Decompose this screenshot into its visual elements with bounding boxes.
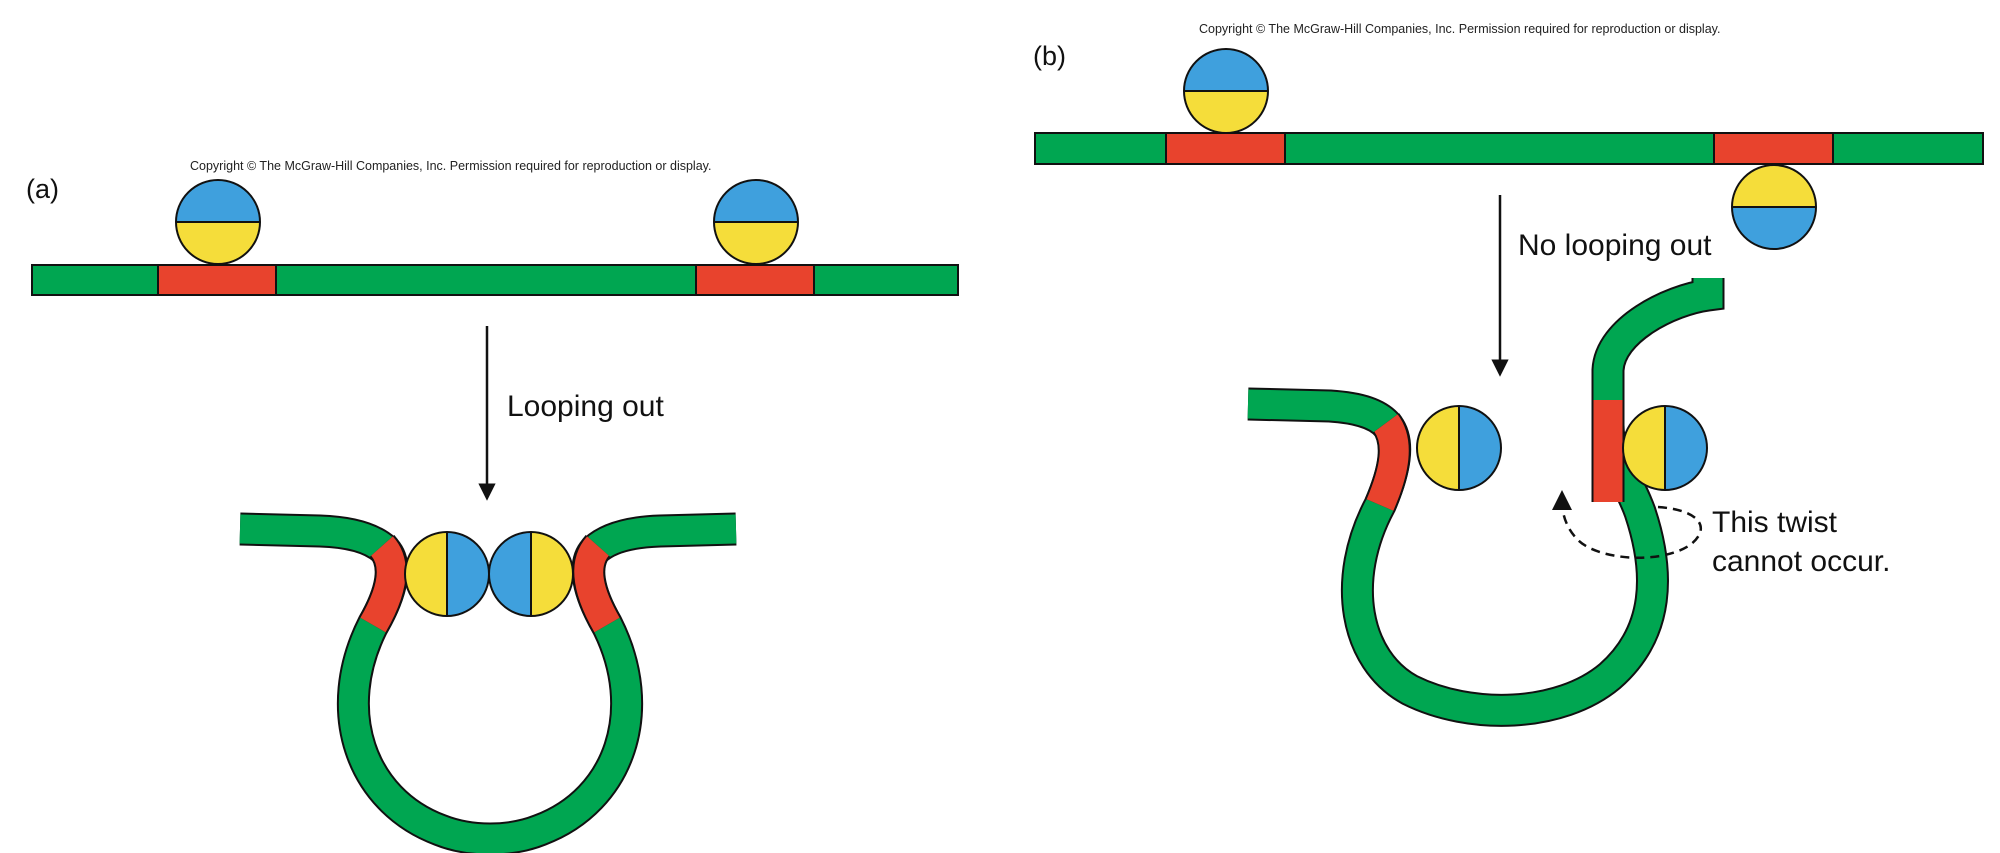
binding-site-right [1713,132,1834,165]
binding-site-left [157,264,277,296]
panel-a-looped-dna [239,512,737,853]
step-label-no-looping-out: No looping out [1518,229,1712,262]
protein-b-bottom [1731,164,1817,250]
panel-b-copyright: Copyright © The McGraw-Hill Companies, I… [1199,22,1720,36]
protein-b-top [1183,48,1269,134]
panel-a: (a) Copyright © The McGraw-Hill Companie… [26,159,959,853]
twist-arrow [1552,490,1702,559]
panel-a-copyright: Copyright © The McGraw-Hill Companies, I… [190,159,711,173]
protein-a-paired-right [488,531,574,617]
panel-b-linear-dna [1034,132,1984,165]
panel-a-label: (a) [26,174,59,204]
twist-note-line1: This twist [1712,506,1838,539]
binding-site-left [1165,132,1286,165]
protein-b-right-loop [1622,405,1708,491]
step-label-looping-out: Looping out [507,390,664,423]
protein-b-left-loop [1416,405,1502,491]
panel-a-linear-dna [31,264,959,296]
twist-note-line2: cannot occur. [1712,545,1890,578]
protein-a-left [175,179,261,265]
panel-b: (b) Copyright © The McGraw-Hill Companie… [1033,22,1984,727]
protein-a-paired-left [404,531,490,617]
panel-b-looped-dna [1247,278,1725,727]
panel-b-label: (b) [1033,41,1066,71]
protein-a-right [713,179,799,265]
binding-site-right [695,264,815,296]
